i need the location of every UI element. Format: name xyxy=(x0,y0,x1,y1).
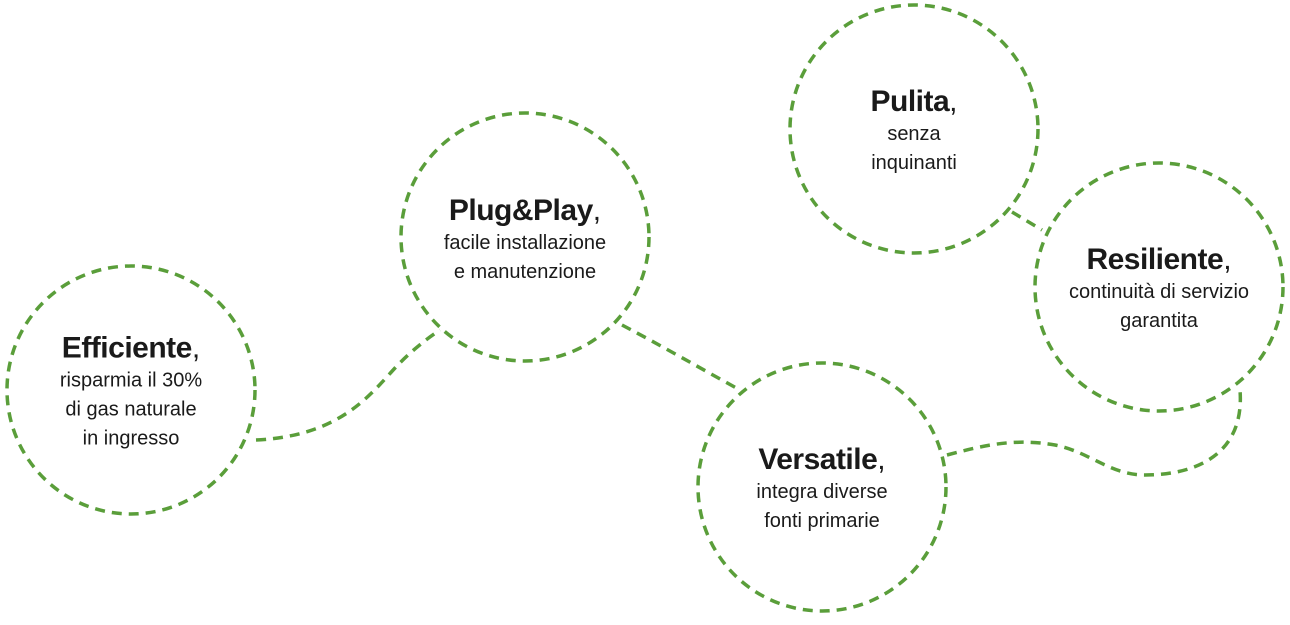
node-desc-line: continuità di servizio xyxy=(1068,281,1250,303)
node-title-line: Plug&Play, xyxy=(444,193,606,229)
node-title-line: Resiliente, xyxy=(1069,242,1249,278)
node-resiliente: Resiliente, continuità di servizio garan… xyxy=(1069,242,1249,336)
node-desc-line: inquinanti xyxy=(871,152,957,174)
node-desc-line: garantita xyxy=(1120,310,1198,332)
node-desc-line: fonti primarie xyxy=(764,510,880,532)
node-circle-resiliente xyxy=(1033,161,1285,413)
node-title: Pulita xyxy=(870,85,950,118)
node-title: Efficiente xyxy=(61,331,193,365)
node-pulita: Pulita, senza inquinanti xyxy=(870,84,957,178)
node-circle-pulita xyxy=(788,3,1040,255)
node-desc-line: in ingresso xyxy=(82,427,180,450)
connector-versatile-resiliente xyxy=(946,389,1242,477)
node-title: Plug&Play xyxy=(448,194,593,227)
node-title: Versatile xyxy=(758,443,878,476)
node-desc-line: e manutenzione xyxy=(453,261,597,283)
node-desc-line: di gas naturale xyxy=(65,398,197,421)
node-comma: , xyxy=(877,443,886,476)
node-comma: , xyxy=(949,85,958,118)
node-title-line: Versatile, xyxy=(756,442,887,478)
node-comma: , xyxy=(1223,243,1232,276)
node-efficiente: Efficiente, risparmia il 30% di gas natu… xyxy=(60,331,202,454)
node-circle-efficiente xyxy=(5,264,257,516)
node-comma: , xyxy=(592,194,602,227)
connector-efficiente-plugplay xyxy=(255,328,441,442)
node-title-line: Efficiente, xyxy=(60,331,202,367)
node-title: Resiliente xyxy=(1086,243,1224,276)
connector-pulita-resiliente xyxy=(1011,210,1043,232)
node-desc-line: risparmia il 30% xyxy=(59,369,203,392)
node-title-line: Pulita, xyxy=(870,84,957,120)
node-desc-line: senza xyxy=(887,123,941,145)
node-circle-versatile xyxy=(696,361,948,613)
node-circle-plugplay xyxy=(399,111,651,363)
connector-plugplay-versatile xyxy=(621,323,741,392)
node-desc-line: integra diverse xyxy=(756,481,888,503)
node-comma: , xyxy=(191,331,201,365)
node-plugplay: Plug&Play, facile installazione e manute… xyxy=(444,193,606,287)
node-versatile: Versatile, integra diverse fonti primari… xyxy=(756,442,887,536)
node-desc-line: facile installazione xyxy=(443,232,607,254)
